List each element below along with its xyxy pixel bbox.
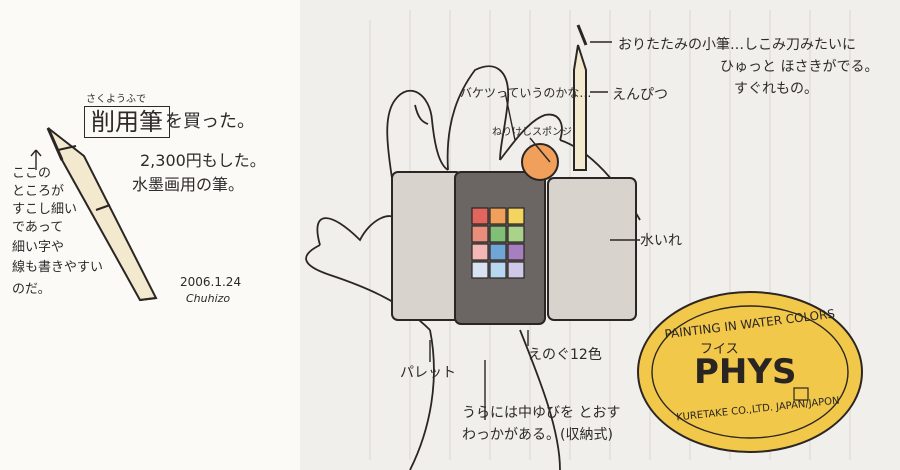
sponge-label: ねりけしスポンジ: [492, 127, 572, 138]
furigana-text: さくようふで: [86, 94, 146, 105]
fold-brush-note-1: おりたたみの小筆…しこみ刀みたいに: [618, 37, 856, 53]
side-note-line-1: ここの: [12, 166, 52, 181]
water-label: 水いれ: [640, 233, 682, 249]
signature-text: Chuhizo: [186, 292, 231, 305]
usage-text: 水墨画用の筆。: [132, 175, 245, 194]
date-text: 2006.1.24: [180, 275, 242, 289]
side-note-line-3: すこし細い: [12, 202, 78, 217]
pencil-label: えんぴつ: [612, 87, 668, 103]
left-paper: [0, 0, 300, 470]
palette-label: パレット: [400, 365, 456, 381]
title-tail: を買った。: [165, 111, 255, 132]
bucket-label: バケツっていうのかな…: [460, 86, 592, 100]
fold-brush-note-2: ひゅっと ほさきがでる。: [720, 59, 879, 75]
label-jp: フイス: [700, 342, 739, 357]
fold-brush-note-3: すぐれもの。: [734, 81, 818, 97]
leader-lines: [30, 41, 640, 420]
price-text: 2,300円もした。: [140, 151, 266, 170]
back-ring-note-2: わっかがある。(収納式): [462, 427, 613, 443]
back-ring-note-1: うらには中ゆびを とおす: [462, 405, 621, 421]
side-note-line-6: 線も書きやすい: [12, 260, 104, 275]
side-note-line-2: ところが: [12, 184, 65, 199]
boxed-title: 削用筆: [84, 106, 170, 138]
side-note-line-4: であって: [12, 220, 64, 235]
paint-pans: [471, 207, 525, 279]
brush-illustration: [46, 127, 158, 302]
paints-label: えのぐ12色: [528, 347, 602, 363]
label-brand: PHYS: [694, 352, 797, 392]
hand-outline: [305, 65, 641, 470]
side-note-line-5: 細い字や: [12, 240, 65, 255]
sponge-and-pencil: [521, 24, 588, 181]
side-note-line-7: のだ。: [12, 282, 51, 297]
product-label-oval: [637, 291, 863, 453]
